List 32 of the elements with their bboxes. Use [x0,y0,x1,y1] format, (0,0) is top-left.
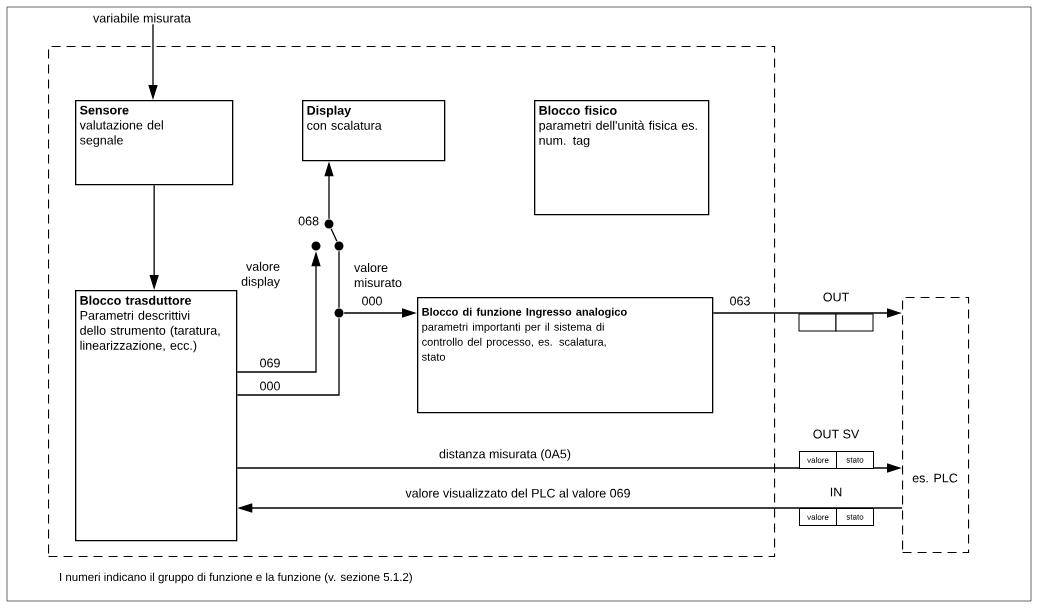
edge-label: 063 [728,295,752,307]
switch-blade [330,228,338,242]
signal-label: valore misurato [354,262,402,288]
data-cell: valore [799,508,837,526]
switch-contact [334,308,344,318]
data-cell: stato [836,508,874,526]
switch-contact [324,219,334,229]
signal-label: IN [830,487,842,497]
edge-label: 000 [360,295,384,307]
function-block: Blocco fisico parametri dell'unità fisica es. num. tag [534,100,710,216]
device-boundary [48,46,776,558]
edge-label: 000 [258,380,282,392]
function-block: Sensore valutazione del segnale [75,100,234,186]
function-block: Blocco di funzione Ingresso analogico parametri importanti per il sistema di controllo del processo, es. scalatura, stato [417,297,714,414]
data-cell: valore [799,451,837,469]
function-number: 068 [298,216,319,226]
input-label: variabile misurata [93,13,191,23]
signal-label: OUT SV [813,429,860,439]
connector-line [338,250,340,309]
switch-contact [334,241,344,251]
switch-contact [311,241,321,251]
edge-label: 069 [258,357,282,369]
edge-label: distanza misurata (0A5) [438,448,572,462]
controller-box: es. PLC [902,297,970,554]
function-block: Blocco trasduttore Parametri descrittivi dello strumento (taratura, linearizzazione, ecc.) [75,290,238,542]
signal-label: OUT [823,292,849,302]
function-block: Display con scalatura [302,100,446,162]
connector-line [236,317,340,396]
data-cell: stato [836,451,874,469]
footnote: I numeri indicano il gruppo di funzione e la funzione (v. sezione 5.1.2) [60,572,412,584]
edge-label: valore visualizzato del PLC al valore 069 [404,487,632,499]
signal-label: valore display [241,261,280,289]
